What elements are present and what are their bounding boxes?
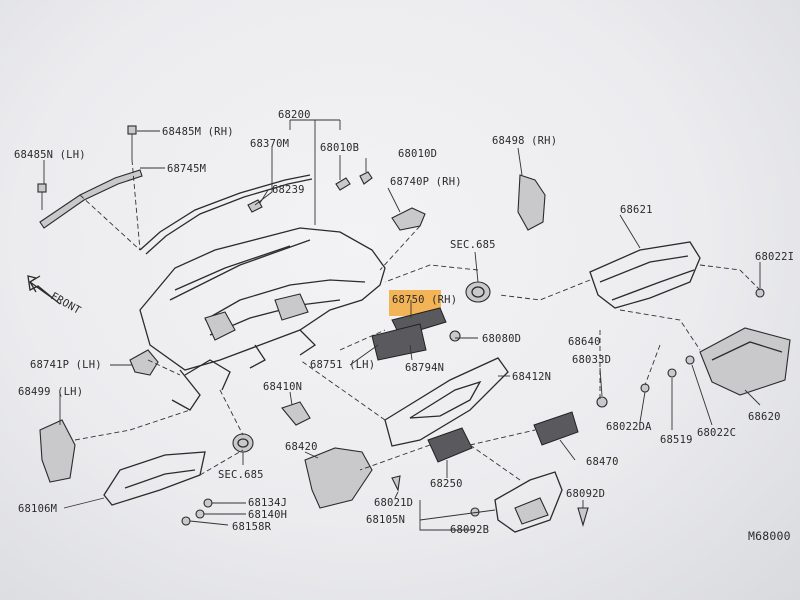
clip-68485M: [127, 125, 137, 160]
label-68410N: 68410N: [263, 381, 302, 393]
clip-68485N: [37, 183, 47, 210]
label-68751: 68751 (LH): [310, 359, 375, 371]
clip-68021D: [391, 475, 401, 492]
label-68022DA: 68022DA: [606, 421, 652, 433]
sec685-part-b: [232, 433, 254, 453]
label-68092D: 68092D: [566, 488, 605, 500]
glovebox-68621: [589, 241, 701, 309]
vent-68740P: [391, 207, 426, 231]
label-68010B: 68010B: [320, 142, 359, 154]
part-68080D: [449, 330, 461, 342]
label-68519: 68519: [660, 434, 693, 446]
label-68140H: 68140H: [248, 509, 287, 521]
label-68740P: 68740P (RH): [390, 176, 462, 188]
label-68022I: 68022I: [755, 251, 794, 263]
part-68010B: [335, 177, 351, 191]
part-68470: [533, 411, 579, 446]
label-68499: 68499 (LH): [18, 386, 83, 398]
label-68022C: 68022C: [697, 427, 736, 439]
label-68370M: 68370M: [250, 138, 289, 150]
instrument-panel-assembly: [139, 227, 386, 411]
label-sec685-b: SEC.685: [218, 469, 264, 481]
label-68010D: 68010D: [398, 148, 437, 160]
label-68239: 68239: [272, 184, 305, 196]
finisher-68412N: [384, 357, 509, 447]
clip-68519: [667, 368, 677, 378]
label-68412N: 68412N: [512, 371, 551, 383]
label-68092B: 68092B: [450, 524, 489, 536]
leader-lines: [43, 119, 761, 531]
label-68498: 68498 (RH): [492, 135, 557, 147]
label-68134J: 68134J: [248, 497, 287, 509]
label-68750: 68750 (RH): [392, 294, 457, 306]
clip-68140H: [195, 509, 205, 519]
side-moulding-68745M: [39, 169, 143, 229]
label-68105N: 68105N: [366, 514, 405, 526]
label-68741P: 68741P (LH): [30, 359, 102, 371]
cluster-68250: [427, 427, 473, 463]
sec685-part-a: [465, 281, 491, 303]
part-labels: 68200 68485M (RH) 68485N (LH) 68745M 683…: [14, 109, 794, 543]
label-68485M: 68485M (RH): [162, 126, 234, 138]
label-68021D: 68021D: [374, 497, 413, 509]
defroster-strip: [139, 174, 313, 255]
label-68158R: 68158R: [232, 521, 272, 533]
clip-68022C: [685, 355, 695, 365]
glovebox-68620: [699, 327, 791, 396]
part-68239: [247, 199, 263, 213]
side-panel-68498: [517, 174, 546, 231]
lower-cover-68105N: [494, 471, 563, 533]
label-sec685-a: SEC.685: [450, 239, 496, 251]
clip-68092D: [577, 507, 589, 527]
cluster-lid-68420: [304, 447, 373, 509]
label-68200: 68200: [278, 109, 311, 121]
label-68033D: 68033D: [572, 354, 611, 366]
assembly-dashed-lines: [74, 159, 761, 481]
label-68080D: 68080D: [482, 333, 521, 345]
part-68010D: [359, 171, 373, 185]
label-68420: 68420: [285, 441, 318, 453]
label-68106M: 68106M: [18, 503, 57, 515]
clip-68134J: [203, 498, 213, 508]
page-code: M68000: [748, 529, 791, 543]
clip-68033D: [596, 396, 608, 408]
lower-panel-68106M: [103, 451, 206, 506]
clip-68158R: [181, 516, 191, 526]
clip-68022DA: [640, 383, 650, 393]
front-label: FRONT: [49, 290, 84, 317]
part-68410N: [281, 401, 311, 426]
label-68485N: 68485N (LH): [14, 149, 86, 161]
label-68621: 68621: [620, 204, 653, 216]
label-68640: 68640: [568, 336, 601, 348]
side-panel-68499: [39, 419, 76, 483]
label-68470: 68470: [586, 456, 619, 468]
clip-68022I: [755, 288, 765, 298]
label-68794N: 68794N: [405, 362, 444, 374]
vent-68741P: [129, 349, 159, 376]
label-68620: 68620: [748, 411, 781, 423]
label-68745M: 68745M: [167, 163, 206, 175]
vent-68751: [371, 323, 427, 361]
front-arrow-icon: [27, 275, 61, 305]
label-68250: 68250: [430, 478, 463, 490]
